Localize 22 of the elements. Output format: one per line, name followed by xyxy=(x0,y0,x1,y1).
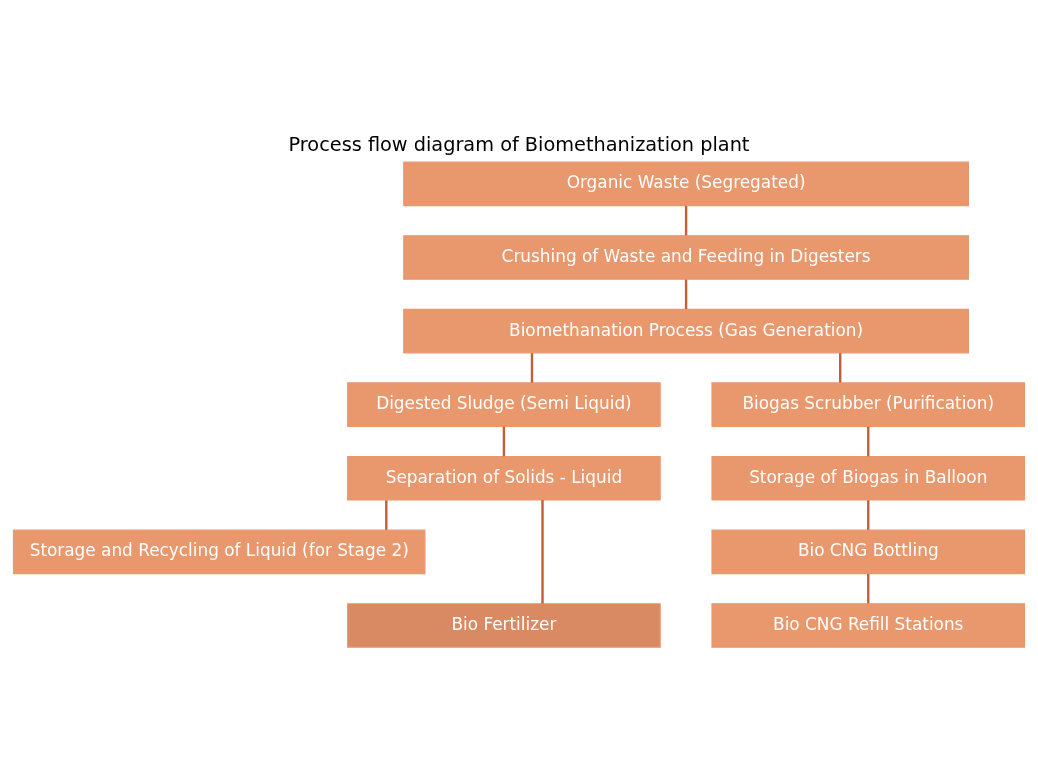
node-box: Biogas Scrubber (Purification) xyxy=(711,381,1026,427)
connector xyxy=(867,426,870,456)
node-box: Separation of Solids - Liquid xyxy=(347,455,661,501)
connector xyxy=(684,205,688,235)
connector xyxy=(684,279,688,309)
connector xyxy=(541,499,544,604)
diagram-title: Process flow diagram of Biomethanization plant xyxy=(288,132,750,156)
node-box: Bio Fertilizer xyxy=(347,602,661,648)
connector xyxy=(867,499,870,530)
node-box: Biomethanation Process (Gas Generation) xyxy=(403,308,969,353)
connector xyxy=(502,426,506,456)
node-box: Bio CNG Refill Stations xyxy=(711,602,1026,648)
node-box: Storage and Recycling of Liquid (for Stage 2) xyxy=(12,529,426,574)
node-box: Bio CNG Bottling xyxy=(711,529,1026,574)
connector xyxy=(867,573,870,603)
node-box: Organic Waste (Segregated) xyxy=(403,161,969,206)
connector xyxy=(385,499,388,530)
connector xyxy=(530,352,534,383)
node-box: Crushing of Waste and Feeding in Digesters xyxy=(403,234,969,280)
node-box: Digested Sludge (Semi Liquid) xyxy=(347,381,661,427)
connector xyxy=(839,352,842,383)
node-box: Storage of Biogas in Balloon xyxy=(711,455,1026,501)
